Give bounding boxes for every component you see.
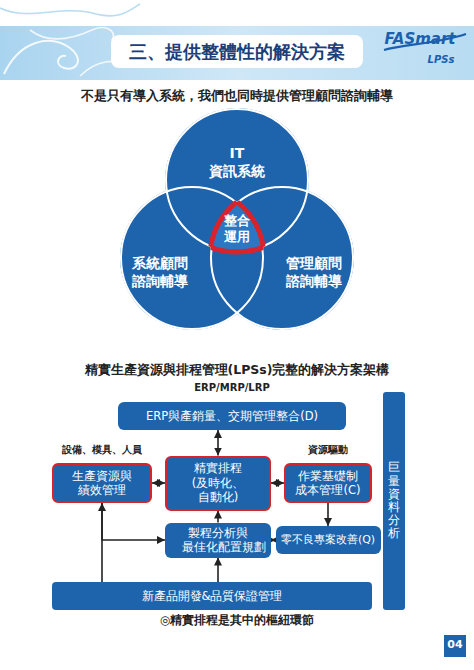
node-text: 管理顧問 諮詢輔導	[284, 255, 344, 290]
circle-outline	[166, 109, 308, 251]
clip-group	[165, 108, 309, 252]
node-text: IT 資訊系統	[207, 145, 267, 180]
process-box: 精實排程 (及時化、自動化)	[165, 456, 271, 511]
logo-text: FASmart	[384, 30, 455, 50]
connector-arrow	[217, 430, 219, 456]
process-box: 零不良專案改善(Q)	[276, 526, 381, 554]
venn-fill	[210, 186, 354, 330]
connector-arrow	[271, 482, 284, 484]
intersection-edge	[120, 186, 264, 330]
intersection-edge	[210, 186, 354, 330]
circle-outline	[121, 187, 263, 329]
swirl	[30, 28, 113, 40]
side-bar: 巨量資料分析	[383, 392, 405, 610]
logo-text: LPSs	[428, 53, 455, 66]
node-text: 作業基礎制 成本管理(C)	[294, 469, 362, 498]
page-title: 三、提供整體性的解決方案	[111, 35, 363, 68]
node-text: 零不良專案改善(Q)	[281, 533, 375, 547]
connector-arrow	[271, 539, 276, 541]
connector-arrow	[102, 503, 165, 540]
swirl	[0, 4, 140, 16]
venn-center: 整合 運用	[203, 198, 271, 256]
connector-arrow	[217, 558, 219, 583]
process-box: 生產資源與 績效管理	[52, 463, 152, 503]
text-label: 不是只有導入系統，我們也同時提供管理顧問諮詢輔導	[81, 88, 393, 105]
node-text: 製程分析與 最佳化配置規劃	[182, 526, 254, 555]
connector-arrow	[327, 503, 329, 526]
caption: ◎精實排程是其中的樞紐環節	[160, 613, 314, 629]
page-number: 04	[447, 638, 462, 652]
node-text: 系統顧問 諮詢輔導	[130, 255, 190, 290]
process-box: 製程分析與 最佳化配置規劃	[165, 523, 271, 558]
node-text: 生產資源與 績效管理	[72, 469, 133, 498]
connector-arrow	[217, 511, 219, 523]
clip-group	[165, 108, 309, 252]
process-box: ERP與產銷量、交期管理整合(D)	[118, 402, 346, 430]
clip-group	[120, 186, 264, 330]
header-band	[0, 26, 474, 80]
node-text: 精實排程 (及時化、自動化)	[177, 461, 260, 504]
text-label: 設備、模具、人員	[62, 443, 142, 456]
node-text: ERP與產銷量、交期管理整合(D)	[146, 409, 318, 423]
text-label: 精實生產資源與排程管理(LPSs)完整的解決方案架構	[85, 362, 390, 378]
clip-group	[120, 186, 264, 330]
node-text: 新產品開發&品質保證管理	[142, 589, 283, 603]
process-box: 作業基礎制 成本管理(C)	[284, 463, 372, 503]
venn-fill	[165, 108, 309, 252]
vertical-label: 巨量資料分析	[388, 461, 400, 540]
page-number-tab	[444, 635, 466, 657]
circle-outline	[211, 187, 353, 329]
clip-group	[210, 186, 354, 330]
process-box: 新產品開發&品質保證管理	[52, 582, 372, 610]
text-label: 資源驅動	[308, 443, 348, 456]
clip-group	[210, 186, 354, 330]
intersection-edge	[165, 108, 309, 252]
swirl	[4, 41, 78, 74]
text-label: ERP/MRP/LRP	[194, 381, 270, 394]
node-text: 整合 運用	[221, 213, 252, 246]
connector-arrow	[152, 482, 165, 484]
